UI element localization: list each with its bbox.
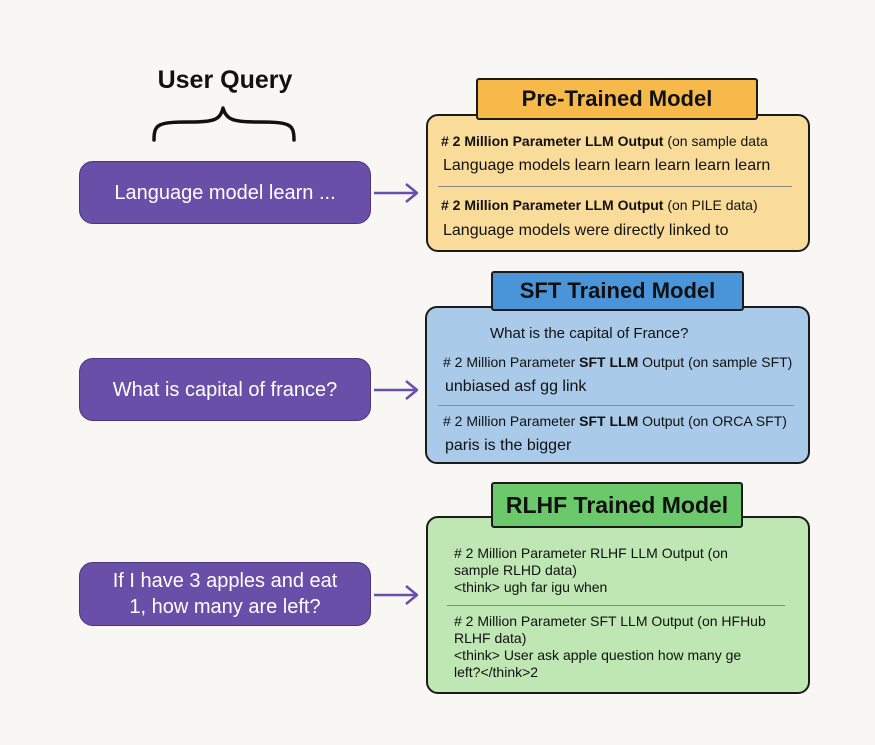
rlhf-entry1: # 2 Million Parameter RLHF LLM Output (o… [454, 545, 728, 596]
rlhf-entry2-line: left?</think>2 [454, 664, 539, 680]
sft-title: SFT Trained Model [491, 271, 744, 311]
query-pill-language-model: Language model learn ... [79, 161, 371, 224]
sft-entry1-output: unbiased asf gg link [445, 378, 587, 395]
rlhf-entry1-line: <think> ugh far igu when [454, 579, 608, 595]
pretrained-title: Pre-Trained Model [476, 78, 758, 120]
rlhf-entry2: # 2 Million Parameter SFT LLM Output (on… [454, 613, 766, 681]
query-text: Language model learn ... [114, 181, 336, 204]
divider [447, 605, 785, 606]
rlhf-entry1-line: sample RLHD data) [454, 562, 577, 578]
pretrained-entry2-label: # 2 Million Parameter LLM Output (on PIL… [441, 197, 758, 213]
pretrained-entry1-output: Language models learn learn learn learn … [443, 157, 771, 174]
rlhf-title: RLHF Trained Model [491, 482, 743, 528]
pretrained-entry1-label: # 2 Million Parameter LLM Output (on sam… [441, 133, 768, 149]
sft-entry1-label: # 2 Million Parameter SFT LLM Output (on… [443, 354, 793, 370]
rlhf-entry2-line: # 2 Million Parameter SFT LLM Output (on… [454, 613, 766, 629]
query-pill-apples: If I have 3 apples and eat 1, how many a… [79, 562, 371, 626]
divider [438, 405, 794, 406]
sft-entry2-label: # 2 Million Parameter SFT LLM Output (on… [443, 413, 787, 429]
pretrained-entry2-output: Language models were directly linked to [443, 222, 729, 239]
rlhf-entry2-line: RLHF data) [454, 630, 527, 646]
divider [438, 186, 792, 187]
rlhf-entry1-line: # 2 Million Parameter RLHF LLM Output (o… [454, 545, 728, 561]
arrow-right-icon [374, 183, 419, 203]
curly-brace-icon [152, 106, 296, 142]
query-pill-capital-france: What is capital of france? [79, 358, 371, 421]
query-text: What is capital of france? [112, 378, 338, 401]
pretrained-panel [426, 114, 810, 252]
arrow-right-icon [374, 380, 419, 400]
sft-panel [425, 306, 810, 464]
query-text: If I have 3 apples and eat 1, how many a… [112, 570, 338, 618]
rlhf-entry2-line: <think> User ask apple question how many… [454, 647, 742, 663]
arrow-right-icon [374, 585, 419, 605]
user-query-title: User Query [157, 66, 293, 94]
sft-question: What is the capital of France? [490, 325, 689, 342]
sft-entry2-output: paris is the bigger [445, 437, 572, 454]
